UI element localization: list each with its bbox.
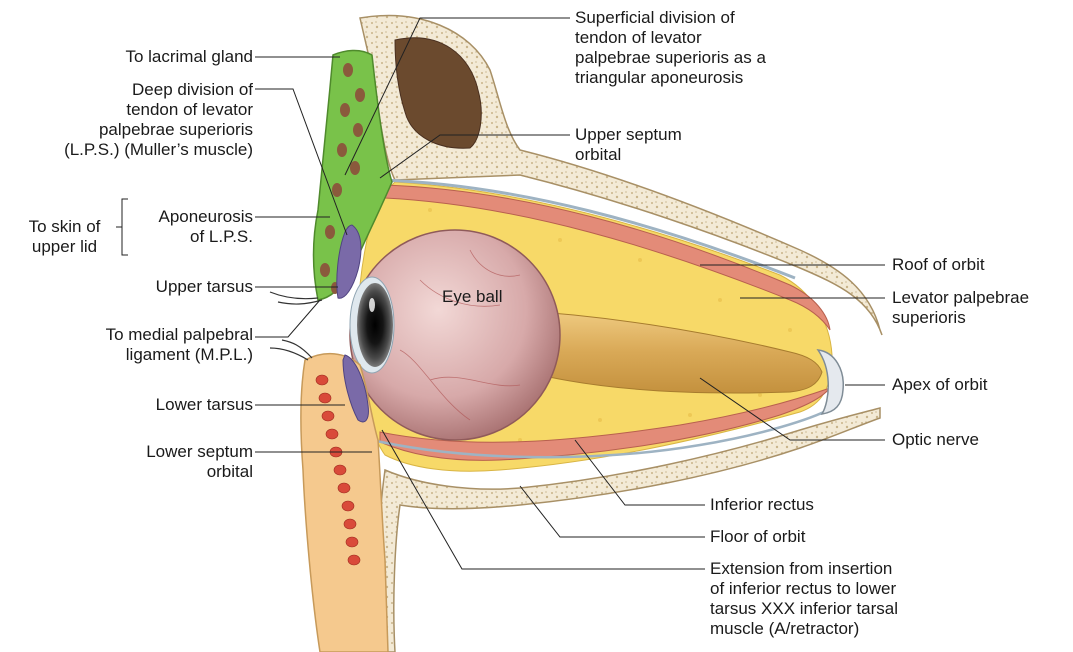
label-inferior-rectus: Inferior rectus [710, 495, 814, 515]
pupil-highlight [369, 298, 375, 312]
iris [357, 283, 393, 367]
label-roof-of-orbit: Roof of orbit [892, 255, 985, 275]
label-levator-palpebrae-superioris: Levator palpebrae superioris [892, 288, 1029, 328]
label-aponeurosis: Aponeurosis of L.P.S. [158, 207, 253, 247]
label-lower-tarsus: Lower tarsus [156, 395, 253, 415]
label-lower-septum-orbital: Lower septum orbital [146, 442, 253, 482]
label-apex-of-orbit: Apex of orbit [892, 375, 987, 395]
label-superficial-division: Superficial division of tendon of levato… [575, 8, 766, 88]
label-eye-ball: Eye ball [442, 287, 502, 307]
label-extension-inferior-rectus: Extension from insertion of inferior rec… [710, 559, 898, 639]
label-to-medial-palpebral-ligament: To medial palpebral ligament (M.P.L.) [106, 325, 253, 365]
eyelashes [270, 292, 322, 360]
label-deep-division: Deep division of tendon of levator palpe… [64, 80, 253, 160]
label-floor-of-orbit: Floor of orbit [710, 527, 805, 547]
label-to-skin-of-upper-lid: To skin of upper lid [12, 217, 117, 257]
label-optic-nerve: Optic nerve [892, 430, 979, 450]
label-to-lacrimal-gland: To lacrimal gland [125, 47, 253, 67]
label-upper-septum-orbital: Upper septum orbital [575, 125, 682, 165]
label-upper-tarsus: Upper tarsus [156, 277, 253, 297]
